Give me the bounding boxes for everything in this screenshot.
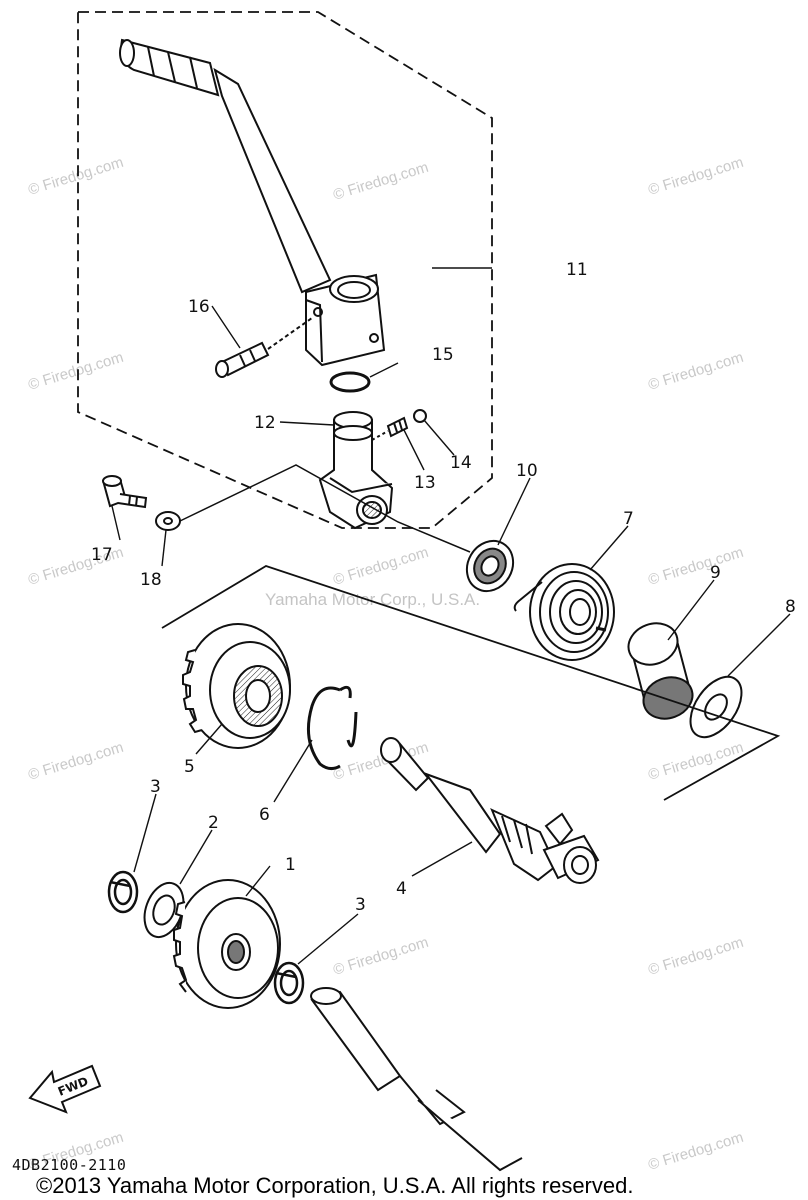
- callout-18: 18: [140, 570, 162, 590]
- watermark: © Firedog.com: [26, 154, 125, 199]
- callout-16: 16: [188, 297, 210, 317]
- watermark: © Firedog.com: [26, 739, 125, 784]
- watermark: © Firedog.com: [646, 1129, 745, 1174]
- callouts: 11 16 15 12 13 14 10 7 9 8 17 18 5 6 3 2…: [91, 260, 796, 915]
- o-ring-15: [329, 371, 371, 393]
- callout-12: 12: [254, 413, 276, 433]
- circlip-6: [306, 685, 358, 771]
- callout-4: 4: [396, 879, 407, 899]
- callout-15: 15: [432, 345, 454, 365]
- watermark: © Firedog.com: [331, 934, 430, 979]
- kick-lever: [119, 38, 386, 367]
- watermark: © Firedog.com: [646, 544, 745, 589]
- circlip-3a: [107, 870, 139, 914]
- shaft-end: [310, 987, 523, 1172]
- watermark: © Firedog.com: [331, 544, 430, 589]
- bolt-16: [215, 317, 313, 378]
- spacer-9: [627, 622, 694, 720]
- callout-17: 17: [91, 545, 113, 565]
- bolt-17: [102, 475, 148, 509]
- subassembly-bracket: [161, 565, 781, 801]
- callout-9: 9: [710, 563, 721, 583]
- watermark: © Firedog.com: [646, 934, 745, 979]
- callout-11: 11: [566, 260, 588, 280]
- copyright-notice: ©2013 Yamaha Motor Corporation, U.S.A. A…: [36, 1173, 633, 1198]
- callout-13: 13: [414, 473, 436, 493]
- washer-18: [155, 511, 181, 531]
- circlip-3b: [273, 961, 305, 1005]
- kick-boss-12: [318, 411, 394, 530]
- alignment-line-17: [179, 464, 471, 553]
- watermark: © Firedog.com: [331, 159, 430, 204]
- oil-seal-10: [465, 539, 515, 593]
- callout-2: 2: [208, 813, 219, 833]
- leader-lines: [111, 267, 791, 965]
- screw-13: [371, 416, 409, 441]
- callout-3: 3: [355, 895, 366, 915]
- fwd-arrow-icon: FWD: [28, 1064, 102, 1114]
- center-watermark: Yamaha Motor Corp., U.S.A.: [265, 590, 480, 609]
- callout-14: 14: [450, 453, 472, 473]
- kick-gear-1: [172, 879, 281, 1009]
- torsion-spring-7: [513, 563, 615, 661]
- watermark: © Firedog.com: [646, 349, 745, 394]
- ball-14: [413, 409, 427, 423]
- watermark: © Firedog.com: [646, 739, 745, 784]
- callout-1: 1: [285, 855, 296, 875]
- callout-8: 8: [785, 597, 796, 617]
- assembly-boundary: [77, 11, 493, 529]
- kick-axle-4: [380, 737, 600, 884]
- callout-5: 5: [184, 757, 195, 777]
- callout-10: 10: [516, 461, 538, 481]
- ratchet-wheel-5: [182, 623, 291, 749]
- diagram-code: 4DB2100-2110: [12, 1156, 126, 1174]
- watermark: © Firedog.com: [646, 154, 745, 199]
- callout-6: 6: [259, 805, 270, 825]
- watermark: © Firedog.com: [26, 349, 125, 394]
- callout-3: 3: [150, 777, 161, 797]
- callout-7: 7: [623, 509, 634, 529]
